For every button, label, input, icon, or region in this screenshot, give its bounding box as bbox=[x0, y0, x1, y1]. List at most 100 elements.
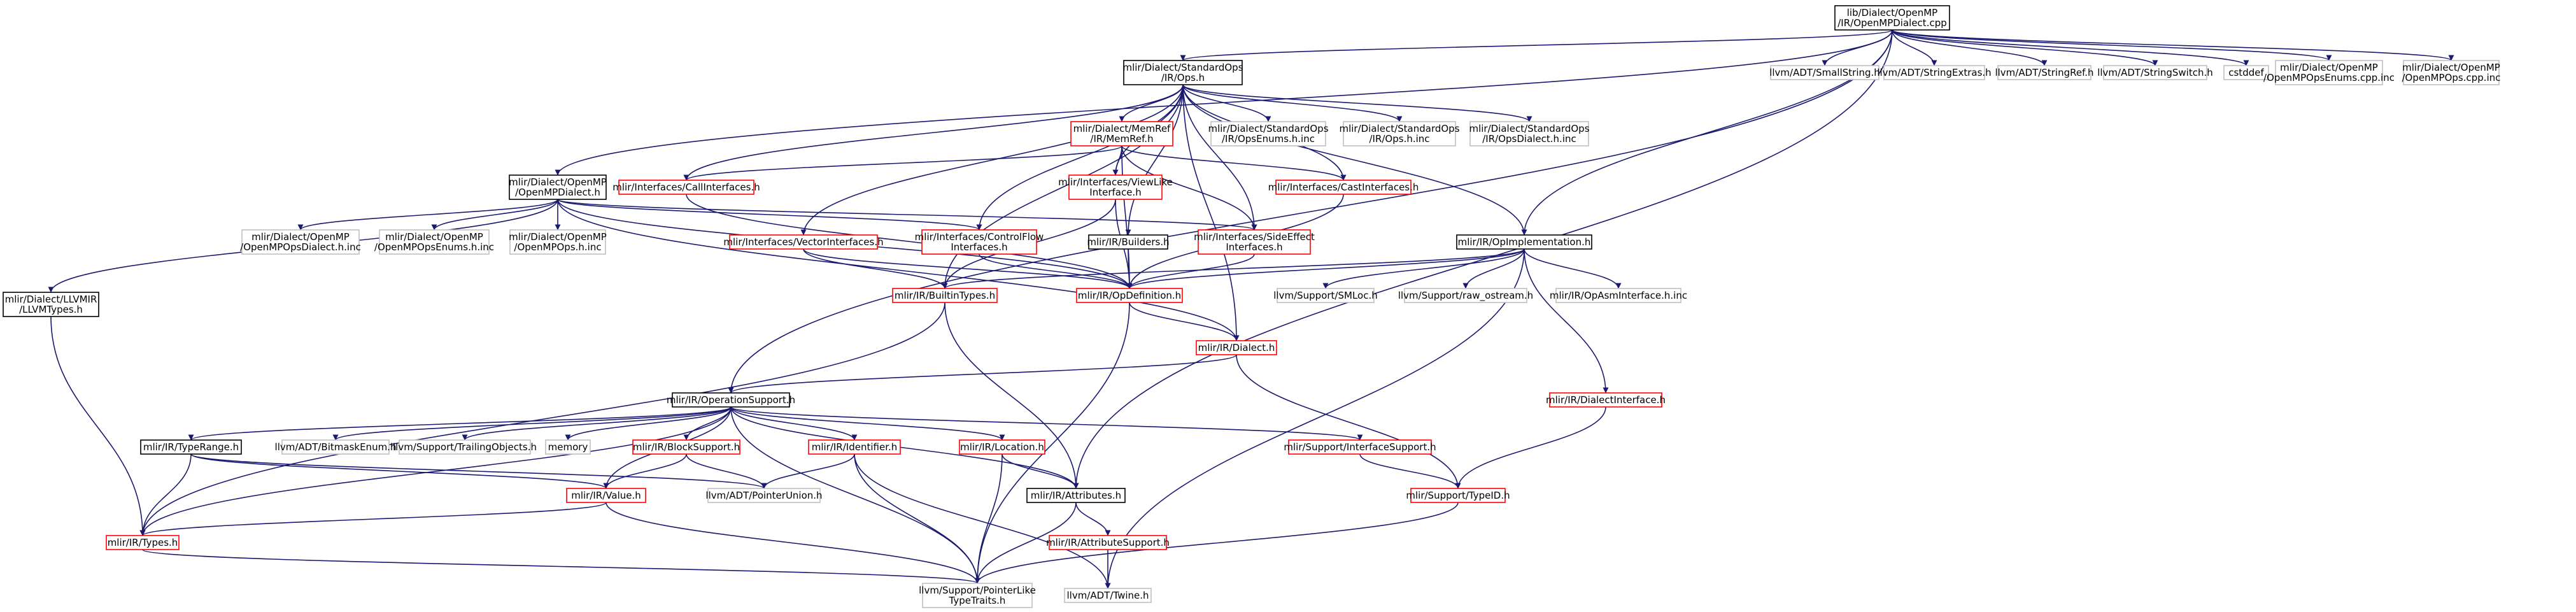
node-label-smloc-0: llvm/Support/SMLoc.h bbox=[1273, 290, 1377, 301]
node-label-typeid-0: mlir/Support/TypeID.h bbox=[1406, 490, 1510, 501]
node-box-controlflow bbox=[921, 229, 1037, 255]
node-label-stdenums-0: mlir/Dialect/StandardOps bbox=[1208, 123, 1328, 134]
edge-root-to-enumscpp bbox=[1892, 29, 2332, 61]
node-blocksupport[interactable]: mlir/IR/BlockSupport.h bbox=[632, 439, 740, 455]
node-label-types-0: mlir/IR/Types.h bbox=[108, 537, 178, 548]
edge-types-to-ptrliketraits bbox=[142, 549, 980, 584]
node-label-enumscpp-1: /OpenMPOpsEnums.cpp.inc bbox=[2263, 72, 2395, 83]
node-ompdialect[interactable]: mlir/Dialect/OpenMP/OpenMPDialect.h bbox=[509, 174, 607, 200]
node-callif[interactable]: mlir/Interfaces/CallInterfaces.h bbox=[612, 180, 760, 195]
node-label-location-0: mlir/IR/Location.h bbox=[960, 441, 1044, 453]
node-stringref: llvm/ADT/StringRef.h bbox=[1995, 65, 2094, 80]
node-value[interactable]: mlir/IR/Value.h bbox=[566, 488, 646, 503]
node-box-dialect bbox=[1196, 340, 1277, 355]
node-label-sideeffect-0: mlir/Interfaces/SideEffect bbox=[1194, 231, 1315, 243]
node-attributes[interactable]: mlir/IR/Attributes.h bbox=[1026, 488, 1126, 503]
node-ompenumshinc: mlir/Dialect/OpenMP/OpenMPOpsEnums.h.inc bbox=[374, 229, 494, 255]
node-label-vectorif-0: mlir/Interfaces/VectorInterfaces.h bbox=[723, 236, 883, 248]
node-attrsupport[interactable]: mlir/IR/AttributeSupport.h bbox=[1046, 535, 1170, 550]
node-memref[interactable]: mlir/Dialect/MemRef/IR/MemRef.h bbox=[1070, 121, 1173, 146]
node-root[interactable]: lib/Dialect/OpenMP/IR/OpenMPDialect.cpp bbox=[1834, 5, 1950, 31]
node-label-memory-0: memory bbox=[548, 441, 588, 453]
node-bitmaskenum: llvm/ADT/BitmaskEnum.h bbox=[275, 439, 396, 455]
node-label-memref-1: /IR/MemRef.h bbox=[1090, 133, 1153, 145]
node-opdef[interactable]: mlir/IR/OpDefinition.h bbox=[1076, 288, 1183, 303]
node-box-ifsupport bbox=[1288, 439, 1432, 455]
node-label-smallstring-0: llvm/ADT/SmallString.h bbox=[1769, 67, 1880, 78]
edge-root-to-attributes bbox=[1073, 29, 1893, 489]
node-box-stringswitch bbox=[2103, 65, 2207, 80]
node-label-stddialectinc-1: /IR/OpsDialect.h.inc bbox=[1482, 133, 1576, 145]
node-ompopshinc: mlir/Dialect/OpenMP/OpenMPOps.h.inc bbox=[509, 229, 607, 255]
node-builtintypes[interactable]: mlir/IR/BuiltinTypes.h bbox=[892, 288, 998, 303]
node-typerange[interactable]: mlir/IR/TypeRange.h bbox=[140, 439, 242, 455]
node-smallstring: llvm/ADT/SmallString.h bbox=[1769, 65, 1880, 80]
edge-typerange-to-types bbox=[139, 453, 192, 536]
edge-blocksupport-to-value bbox=[603, 453, 687, 489]
node-label-opsupport-0: mlir/IR/OperationSupport.h bbox=[667, 394, 795, 406]
node-opsupport[interactable]: mlir/IR/OperationSupport.h bbox=[667, 392, 795, 408]
node-box-root bbox=[1834, 5, 1950, 31]
node-box-cstddef bbox=[2223, 65, 2269, 80]
node-label-value-0: mlir/IR/Value.h bbox=[571, 490, 641, 501]
edge-blocksupport-to-pointerunion bbox=[686, 453, 767, 489]
node-label-viewlike-1: Interface.h bbox=[1089, 187, 1141, 198]
node-label-ompdialecthinc-1: /OpenMPOpsDialect.h.inc bbox=[240, 241, 361, 253]
edge-memref-to-sideeffect bbox=[1121, 145, 1257, 231]
node-types[interactable]: mlir/IR/Types.h bbox=[106, 535, 180, 550]
edge-typerange-to-value bbox=[190, 453, 609, 489]
node-vectorif[interactable]: mlir/Interfaces/VectorInterfaces.h bbox=[723, 234, 884, 250]
node-dialect[interactable]: mlir/IR/Dialect.h bbox=[1196, 340, 1277, 355]
edge-identifier-to-pointerunion bbox=[761, 453, 855, 489]
node-ifsupport[interactable]: mlir/Support/InterfaceSupport.h bbox=[1284, 439, 1436, 455]
node-box-stringextras bbox=[1883, 65, 1985, 80]
edge-dialect-to-typeid bbox=[1236, 354, 1461, 489]
node-label-trailingobj-0: llvm/Support/TrailingObjects.h bbox=[393, 441, 537, 453]
node-label-enumscpp-0: mlir/Dialect/OpenMP bbox=[2280, 62, 2378, 73]
node-label-stringswitch-0: llvm/ADT/StringSwitch.h bbox=[2097, 67, 2213, 78]
node-label-typerange-0: mlir/IR/TypeRange.h bbox=[143, 441, 239, 453]
edge-opimpl-to-smloc bbox=[1322, 248, 1525, 289]
node-label-ompdialect-0: mlir/Dialect/OpenMP bbox=[509, 176, 607, 188]
node-typeid[interactable]: mlir/Support/TypeID.h bbox=[1406, 488, 1510, 503]
edge-opsupport-to-typerange bbox=[188, 406, 732, 441]
edge-dialectif-to-typeid bbox=[1455, 406, 1606, 489]
edge-dialect-to-opsupport bbox=[728, 354, 1237, 394]
node-castif[interactable]: mlir/Interfaces/CastInterfaces.h bbox=[1268, 180, 1419, 195]
edge-stdops-to-builders bbox=[1125, 84, 1184, 236]
edge-stdops-to-controlflow bbox=[976, 84, 1184, 231]
node-opscpp: mlir/Dialect/OpenMP/OpenMPOps.cpp.inc bbox=[2402, 60, 2501, 85]
node-box-ompenumshinc bbox=[379, 229, 490, 255]
edge-stdops-to-callif bbox=[683, 84, 1184, 181]
node-identifier[interactable]: mlir/IR/Identifier.h bbox=[808, 439, 901, 455]
node-dialectif[interactable]: mlir/IR/DialectInterface.h bbox=[1546, 392, 1666, 408]
node-box-castif bbox=[1275, 180, 1412, 195]
edge-opimpl-to-opasminc bbox=[1524, 248, 1622, 289]
node-stdops[interactable]: mlir/Dialect/StandardOps/IR/Ops.h bbox=[1122, 60, 1243, 85]
node-label-llvmtypes-0: mlir/Dialect/LLVMIR bbox=[5, 294, 97, 305]
node-llvmtypes[interactable]: mlir/Dialect/LLVMIR/LLVMTypes.h bbox=[3, 292, 99, 317]
node-cstddef: cstddef bbox=[2223, 65, 2269, 80]
node-box-bitmaskenum bbox=[281, 439, 390, 455]
node-label-opasminc-0: mlir/IR/OpAsmInterface.h.inc bbox=[1550, 290, 1687, 301]
node-label-builders-0: mlir/IR/Builders.h bbox=[1087, 236, 1169, 248]
node-location[interactable]: mlir/IR/Location.h bbox=[959, 439, 1045, 455]
node-box-stdenums bbox=[1210, 121, 1326, 146]
node-builders[interactable]: mlir/IR/Builders.h bbox=[1087, 234, 1170, 250]
node-opimpl[interactable]: mlir/IR/OpImplementation.h bbox=[1456, 234, 1592, 250]
node-box-stddialectinc bbox=[1469, 121, 1589, 146]
node-label-opimpl-0: mlir/IR/OpImplementation.h bbox=[1458, 236, 1591, 248]
node-label-ifsupport-0: mlir/Support/InterfaceSupport.h bbox=[1284, 441, 1436, 453]
edge-attributes-to-ptrliketraits bbox=[974, 502, 1077, 584]
node-label-pointerunion-0: llvm/ADT/PointerUnion.h bbox=[705, 490, 822, 501]
node-stdopshinc: mlir/Dialect/StandardOps/IR/Ops.h.inc bbox=[1339, 121, 1460, 146]
node-label-ompopshinc-1: /OpenMPOps.h.inc bbox=[514, 241, 601, 253]
node-box-opimpl bbox=[1456, 234, 1592, 250]
node-label-ptrliketraits-0: llvm/Support/PointerLike bbox=[919, 585, 1036, 596]
node-label-callif-0: mlir/Interfaces/CallInterfaces.h bbox=[612, 181, 760, 193]
node-label-ompenumshinc-0: mlir/Dialect/OpenMP bbox=[385, 231, 483, 243]
node-label-attributes-0: mlir/IR/Attributes.h bbox=[1031, 490, 1121, 501]
